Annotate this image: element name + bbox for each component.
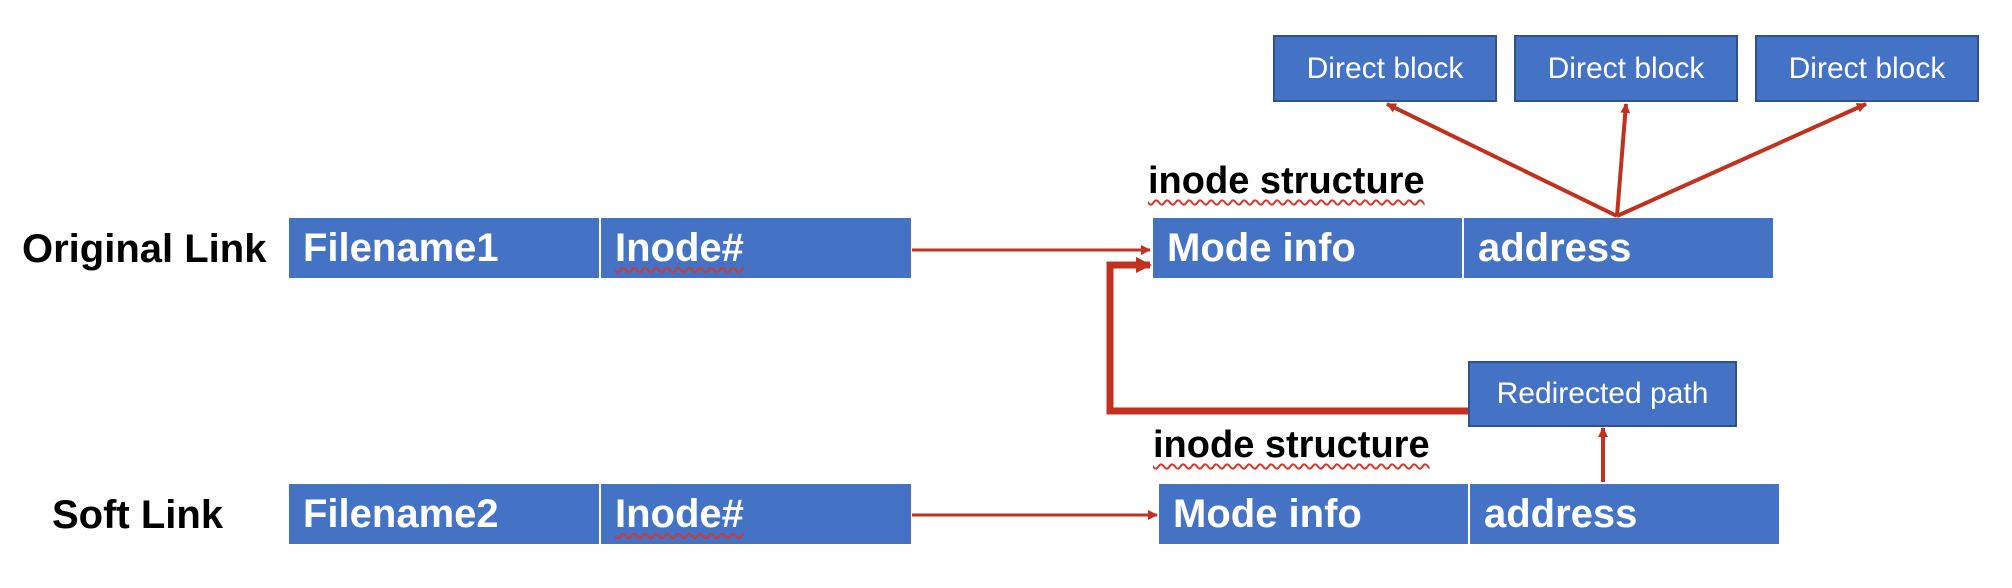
inode-word: inode structure [1148, 160, 1425, 202]
redirected-path-box: Redirected path [1468, 361, 1737, 427]
inode-structure-label-soft: inode structure [1153, 424, 1430, 467]
original-link-label: Original Link [22, 227, 267, 271]
filename2-cell: Filename2 [289, 484, 599, 544]
inode-number-text-1: Inode# [615, 225, 744, 270]
address-cell-2: address [1470, 484, 1779, 544]
address-cell-1: address [1464, 218, 1773, 278]
inode-number-cell-2: Inode# [601, 484, 911, 544]
arrow-redirect-to-original-inode [1106, 257, 1468, 415]
inode-number-cell-1: Inode# [601, 218, 911, 278]
filename1-cell: Filename1 [289, 218, 599, 278]
direct-block-2: Direct block [1514, 35, 1738, 102]
direct-block-3: Direct block [1755, 35, 1979, 102]
inode-number-text-2: Inode# [615, 491, 744, 536]
arrow-address-to-block-2 [1615, 103, 1631, 217]
inode-word-soft: inode structure [1153, 424, 1430, 466]
soft-link-label: Soft Link [52, 493, 224, 537]
mode-info-cell-2: Mode info [1159, 484, 1468, 544]
inode-structure-label-original: inode structure [1148, 160, 1425, 203]
mode-info-cell-1: Mode info [1153, 218, 1462, 278]
arrow-address-to-block-1 [1386, 102, 1618, 218]
direct-block-1: Direct block [1273, 35, 1497, 102]
arrow-address-to-block-3 [1616, 102, 1867, 218]
